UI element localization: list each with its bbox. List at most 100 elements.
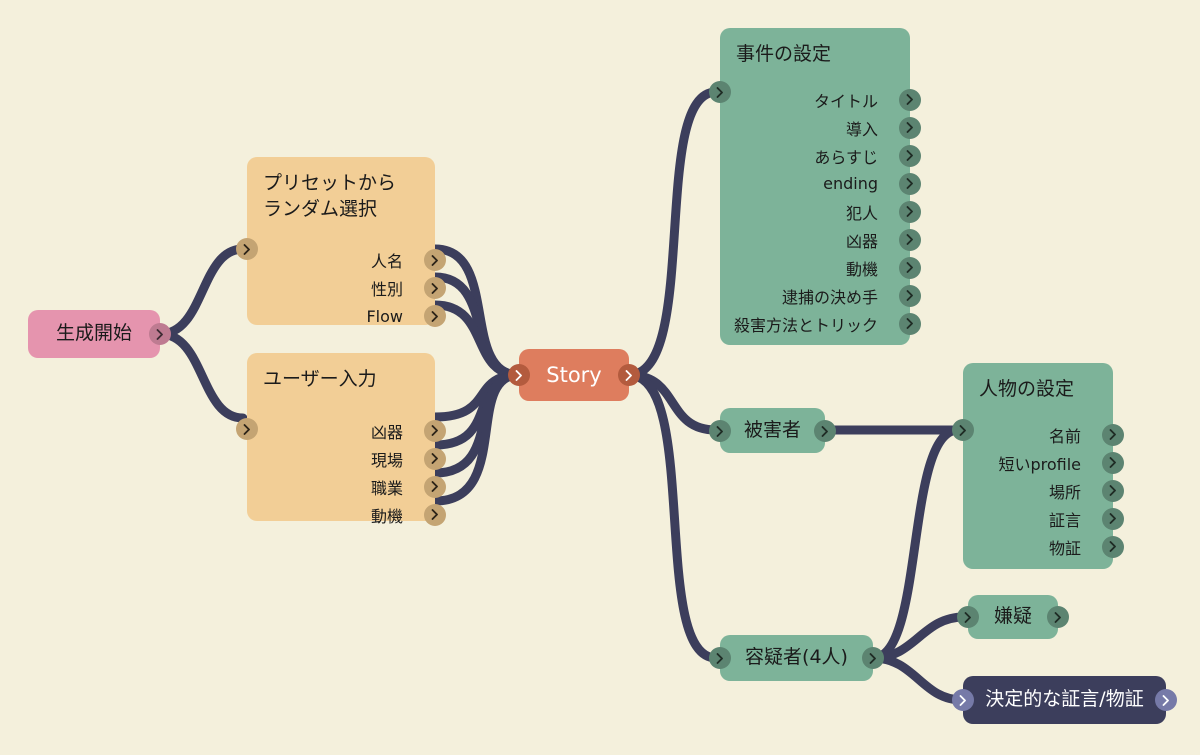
port-label-incident-5: 凶器 [845, 231, 878, 251]
port-out-incident-2[interactable] [899, 144, 921, 167]
node-victim[interactable]: 被害者 [709, 408, 836, 453]
port-row-person-3[interactable]: 証言 [979, 505, 1124, 533]
port-out-incident-5[interactable] [899, 228, 921, 251]
node-suspicion-title: 嫌疑 [993, 605, 1032, 628]
port-row-user-input-1[interactable]: 現場 [263, 445, 446, 473]
port-out-story[interactable] [618, 364, 640, 386]
port-out-user-input-1[interactable] [424, 447, 446, 470]
port-row-user-input-0[interactable]: 凶器 [263, 417, 446, 445]
port-out-person-4[interactable] [1102, 535, 1124, 558]
edge-input-weapon-to-story [430, 370, 524, 422]
port-out-preset-1[interactable] [424, 277, 446, 300]
port-row-incident-0[interactable]: タイトル [736, 86, 921, 114]
port-label-person-0: 名前 [1048, 426, 1081, 446]
port-row-user-input-2[interactable]: 職業 [263, 473, 446, 501]
port-out-user-input-0[interactable] [424, 419, 446, 442]
port-in-suspects[interactable] [709, 647, 731, 669]
port-row-preset-2[interactable]: Flow [263, 302, 446, 330]
edge-suspects-to-suspicion [868, 612, 969, 663]
port-out-person-2[interactable] [1102, 479, 1124, 502]
node-suspects-title: 容疑者(4人) [745, 646, 848, 669]
port-out-preset-2[interactable] [424, 305, 446, 328]
edge-story-to-suspects [624, 370, 721, 663]
port-in-suspicion[interactable] [957, 606, 979, 628]
node-incident-title: 事件の設定 [736, 43, 832, 65]
node-person[interactable]: 人物の設定 名前 短いprofile 場所 証言 [952, 363, 1124, 569]
port-out-suspects[interactable] [862, 647, 884, 669]
port-out-person-0[interactable] [1102, 423, 1124, 446]
node-start[interactable]: 生成開始 [28, 310, 171, 358]
port-out-incident-3[interactable] [899, 172, 921, 195]
port-out-user-input-3[interactable] [424, 503, 446, 526]
port-out-incident-8[interactable] [899, 312, 921, 335]
node-user-input[interactable]: ユーザー入力 凶器 現場 職業 動機 [236, 353, 446, 526]
port-out-decisive[interactable] [1155, 689, 1177, 711]
port-label-incident-0: タイトル [813, 91, 878, 111]
port-row-incident-5[interactable]: 凶器 [736, 226, 921, 254]
port-label-preset-1: 性別 [370, 280, 403, 300]
node-person-ports: 名前 短いprofile 場所 証言 [979, 421, 1124, 561]
node-preset[interactable]: プリセットから ランダム選択 人名 性別 Flow [236, 157, 446, 328]
port-label-incident-6: 動機 [845, 259, 878, 279]
port-out-incident-0[interactable] [899, 88, 921, 111]
edge-story-to-incident [624, 87, 721, 380]
port-out-incident-6[interactable] [899, 256, 921, 279]
port-row-preset-1[interactable]: 性別 [263, 274, 446, 302]
node-user-input-title: ユーザー入力 [263, 368, 377, 390]
port-row-person-1[interactable]: 短いprofile [979, 449, 1124, 477]
edge-suspects-to-decisive [868, 653, 967, 705]
node-decisive[interactable]: 決定的な証言/物証 [952, 676, 1177, 724]
port-out-person-3[interactable] [1102, 507, 1124, 530]
port-in-decisive[interactable] [952, 689, 974, 711]
port-out-incident-4[interactable] [899, 200, 921, 223]
port-label-user-input-1: 現場 [370, 450, 403, 470]
port-out-preset-0[interactable] [424, 249, 446, 272]
port-label-incident-1: 導入 [845, 119, 878, 139]
node-suspicion[interactable]: 嫌疑 [957, 595, 1069, 639]
node-preset-title: プリセットから ランダム選択 [263, 172, 397, 220]
port-row-incident-3[interactable]: ending [736, 170, 921, 198]
port-row-user-input-3[interactable]: 動機 [263, 501, 446, 529]
edge-preset-name-to-story [430, 244, 524, 380]
edge-start-to-user-input [155, 329, 248, 423]
node-preset-ports: 人名 性別 Flow [263, 246, 446, 330]
port-row-incident-6[interactable]: 動機 [736, 254, 921, 282]
port-row-incident-1[interactable]: 導入 [736, 114, 921, 142]
port-row-incident-2[interactable]: あらすじ [736, 142, 921, 170]
node-story[interactable]: Story [508, 349, 640, 401]
port-label-person-3: 証言 [1048, 510, 1081, 530]
port-label-incident-8: 殺害方法とトリック [733, 315, 878, 335]
port-row-person-2[interactable]: 場所 [979, 477, 1124, 505]
port-label-user-input-2: 職業 [370, 478, 403, 498]
port-label-preset-2: Flow [366, 306, 403, 326]
port-out-victim[interactable] [814, 420, 836, 442]
port-row-incident-4[interactable]: 犯人 [736, 198, 921, 226]
port-label-incident-7: 逮捕の決め手 [781, 287, 878, 307]
edge-input-scene-to-story [430, 370, 524, 450]
port-out-user-input-2[interactable] [424, 475, 446, 498]
port-row-person-0[interactable]: 名前 [979, 421, 1124, 449]
port-row-preset-0[interactable]: 人名 [263, 246, 446, 274]
port-row-incident-8[interactable]: 殺害方法とトリック [733, 310, 921, 338]
port-label-incident-3: ending [823, 174, 878, 194]
port-in-person[interactable] [952, 419, 974, 441]
port-row-person-4[interactable]: 物証 [979, 533, 1124, 561]
port-in-victim[interactable] [709, 420, 731, 442]
port-in-story[interactable] [508, 364, 530, 386]
port-in-preset[interactable] [236, 238, 258, 260]
port-out-incident-7[interactable] [899, 284, 921, 307]
edge-suspects-to-person [868, 425, 963, 663]
node-start-title: 生成開始 [55, 322, 132, 345]
port-in-user-input[interactable] [236, 418, 258, 440]
node-incident-ports: タイトル 導入 あらすじ ending [733, 86, 921, 338]
node-suspects[interactable]: 容疑者(4人) [709, 635, 884, 681]
port-out-person-1[interactable] [1102, 451, 1124, 474]
port-out-suspicion[interactable] [1047, 606, 1069, 628]
port-row-incident-7[interactable]: 逮捕の決め手 [736, 282, 921, 310]
node-user-input-ports: 凶器 現場 職業 動機 [263, 417, 446, 529]
port-out-start[interactable] [149, 323, 171, 345]
node-incident[interactable]: 事件の設定 タイトル 導入 あらすじ ending [709, 28, 921, 345]
node-story-title: Story [546, 362, 602, 387]
port-out-incident-1[interactable] [899, 116, 921, 139]
port-in-incident[interactable] [709, 81, 731, 103]
